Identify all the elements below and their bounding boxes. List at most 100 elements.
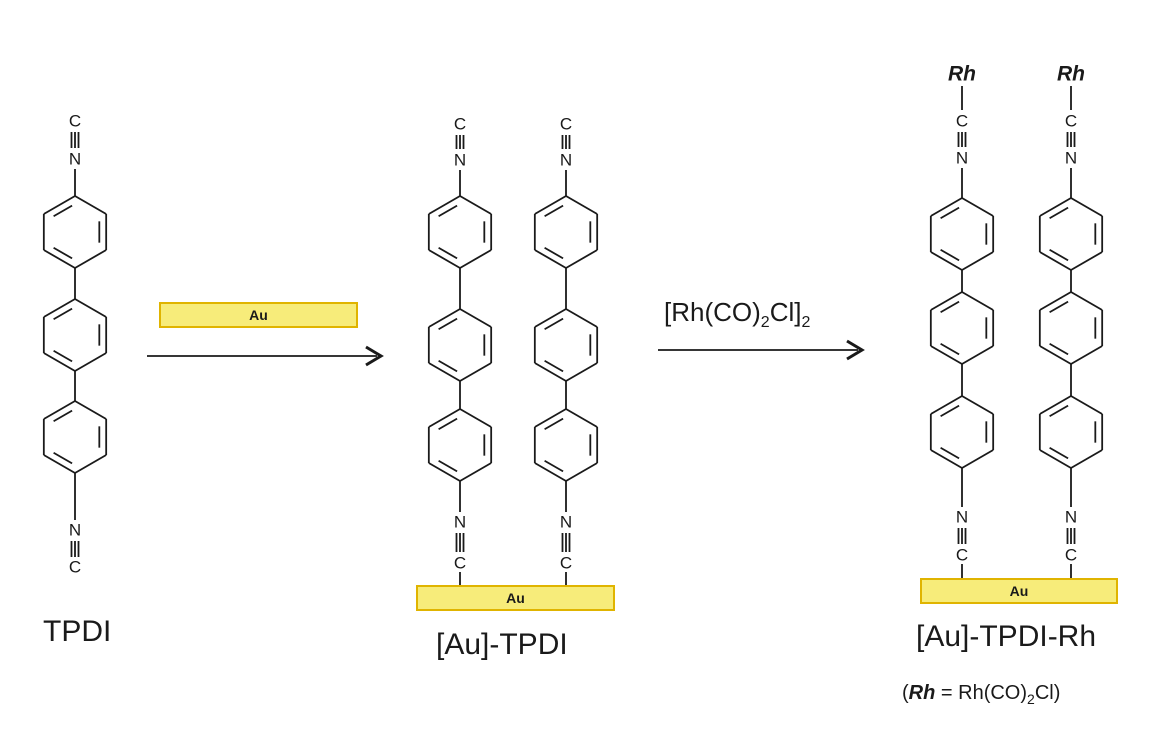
benzene-ring-bond xyxy=(534,462,567,482)
benzene-ring-bond xyxy=(74,249,107,269)
benzene-ring-bond xyxy=(459,362,492,382)
benzene-double-bond xyxy=(1049,446,1069,460)
gold-substrate-au-tpdi-rh: Au xyxy=(920,578,1118,604)
benzene-double-bond xyxy=(53,409,73,423)
carbon-atom: C xyxy=(956,112,968,131)
benzene-ring-bond xyxy=(1070,449,1103,469)
benzene-ring-bond xyxy=(534,362,567,382)
benzene-ring-bond xyxy=(74,400,107,420)
carbon-atom: C xyxy=(560,554,572,573)
benzene-double-bond xyxy=(544,417,564,431)
benzene-ring-bond xyxy=(428,249,461,269)
benzene-ring-bond xyxy=(459,195,492,215)
benzene-ring-bond xyxy=(961,345,994,365)
nitrogen-atom: N xyxy=(69,521,81,540)
benzene-ring-bond xyxy=(534,249,567,269)
benzene-ring-bond xyxy=(459,308,492,328)
benzene-ring-bond xyxy=(459,408,492,428)
benzene-double-bond xyxy=(438,359,458,373)
benzene-ring-bond xyxy=(565,195,598,215)
benzene-ring-bond xyxy=(1039,251,1072,271)
benzene-ring-bond xyxy=(74,352,107,372)
benzene-double-bond xyxy=(940,404,960,418)
gold-substrate-label: Au xyxy=(1009,583,1029,599)
benzene-double-bond xyxy=(53,451,73,465)
benzene-double-bond xyxy=(544,359,564,373)
benzene-ring-bond xyxy=(961,449,994,469)
benzene-ring-bond xyxy=(961,291,994,311)
benzene-double-bond xyxy=(544,459,564,473)
benzene-ring-bond xyxy=(565,308,598,328)
benzene-ring-bond xyxy=(43,352,76,372)
benzene-ring-bond xyxy=(43,454,76,474)
benzene-ring-bond xyxy=(930,197,963,217)
benzene-ring-bond xyxy=(459,462,492,482)
carbon-atom: C xyxy=(454,554,466,573)
benzene-ring-bond xyxy=(74,454,107,474)
carbon-atom: C xyxy=(69,112,81,131)
benzene-ring-bond xyxy=(74,298,107,318)
benzene-ring-bond xyxy=(961,251,994,271)
rhodium-label: Rh xyxy=(948,63,976,86)
benzene-double-bond xyxy=(940,342,960,356)
benzene-double-bond xyxy=(940,206,960,220)
benzene-ring-bond xyxy=(459,249,492,269)
benzene-double-bond xyxy=(438,417,458,431)
benzene-ring-bond xyxy=(930,291,963,311)
benzene-double-bond xyxy=(438,246,458,260)
benzene-ring-bond xyxy=(1070,395,1103,415)
benzene-double-bond xyxy=(1049,248,1069,262)
benzene-ring-bond xyxy=(930,345,963,365)
label-au-tpdi-rh: [Au]-TPDI-Rh xyxy=(916,620,1097,653)
gold-substrate-au-tpdi: Au xyxy=(416,585,615,611)
benzene-ring-bond xyxy=(1070,291,1103,311)
benzene-double-bond xyxy=(53,349,73,363)
reaction-arrow-1-head xyxy=(365,345,384,367)
benzene-ring-bond xyxy=(428,462,461,482)
benzene-double-bond xyxy=(438,459,458,473)
carbon-atom: C xyxy=(956,546,968,565)
benzene-ring-bond xyxy=(1039,291,1072,311)
benzene-double-bond xyxy=(1049,342,1069,356)
benzene-ring-bond xyxy=(1070,197,1103,217)
benzene-ring-bond xyxy=(534,195,567,215)
nitrogen-atom: N xyxy=(1065,508,1077,527)
benzene-double-bond xyxy=(438,317,458,331)
benzene-ring-bond xyxy=(43,249,76,269)
carbon-atom: C xyxy=(69,558,81,577)
nitrogen-atom: N xyxy=(560,151,572,170)
label-tpdi: TPDI xyxy=(43,615,112,648)
benzene-double-bond xyxy=(53,307,73,321)
benzene-ring-bond xyxy=(1039,197,1072,217)
benzene-ring-bond xyxy=(1070,251,1103,271)
benzene-double-bond xyxy=(544,246,564,260)
benzene-double-bond xyxy=(940,446,960,460)
benzene-ring-bond xyxy=(930,251,963,271)
benzene-ring-bond xyxy=(565,249,598,269)
benzene-ring-bond xyxy=(534,308,567,328)
gold-substrate-label: Au xyxy=(249,307,268,323)
nitrogen-atom: N xyxy=(454,151,466,170)
benzene-double-bond xyxy=(53,204,73,218)
benzene-double-bond xyxy=(940,248,960,262)
carbon-atom: C xyxy=(1065,546,1077,565)
benzene-ring-bond xyxy=(428,408,461,428)
benzene-ring-bond xyxy=(428,362,461,382)
benzene-ring-bond xyxy=(74,195,107,215)
benzene-ring-bond xyxy=(534,408,567,428)
benzene-double-bond xyxy=(1049,300,1069,314)
benzene-double-bond xyxy=(940,300,960,314)
benzene-ring-bond xyxy=(961,395,994,415)
reaction-arrow-2-head xyxy=(846,339,865,361)
benzene-ring-bond xyxy=(930,449,963,469)
benzene-double-bond xyxy=(1049,206,1069,220)
benzene-ring-bond xyxy=(930,395,963,415)
benzene-ring-bond xyxy=(43,195,76,215)
benzene-double-bond xyxy=(544,317,564,331)
carbon-atom: C xyxy=(1065,112,1077,131)
nitrogen-atom: N xyxy=(956,149,968,168)
carbon-atom: C xyxy=(454,115,466,134)
nitrogen-atom: N xyxy=(454,513,466,532)
